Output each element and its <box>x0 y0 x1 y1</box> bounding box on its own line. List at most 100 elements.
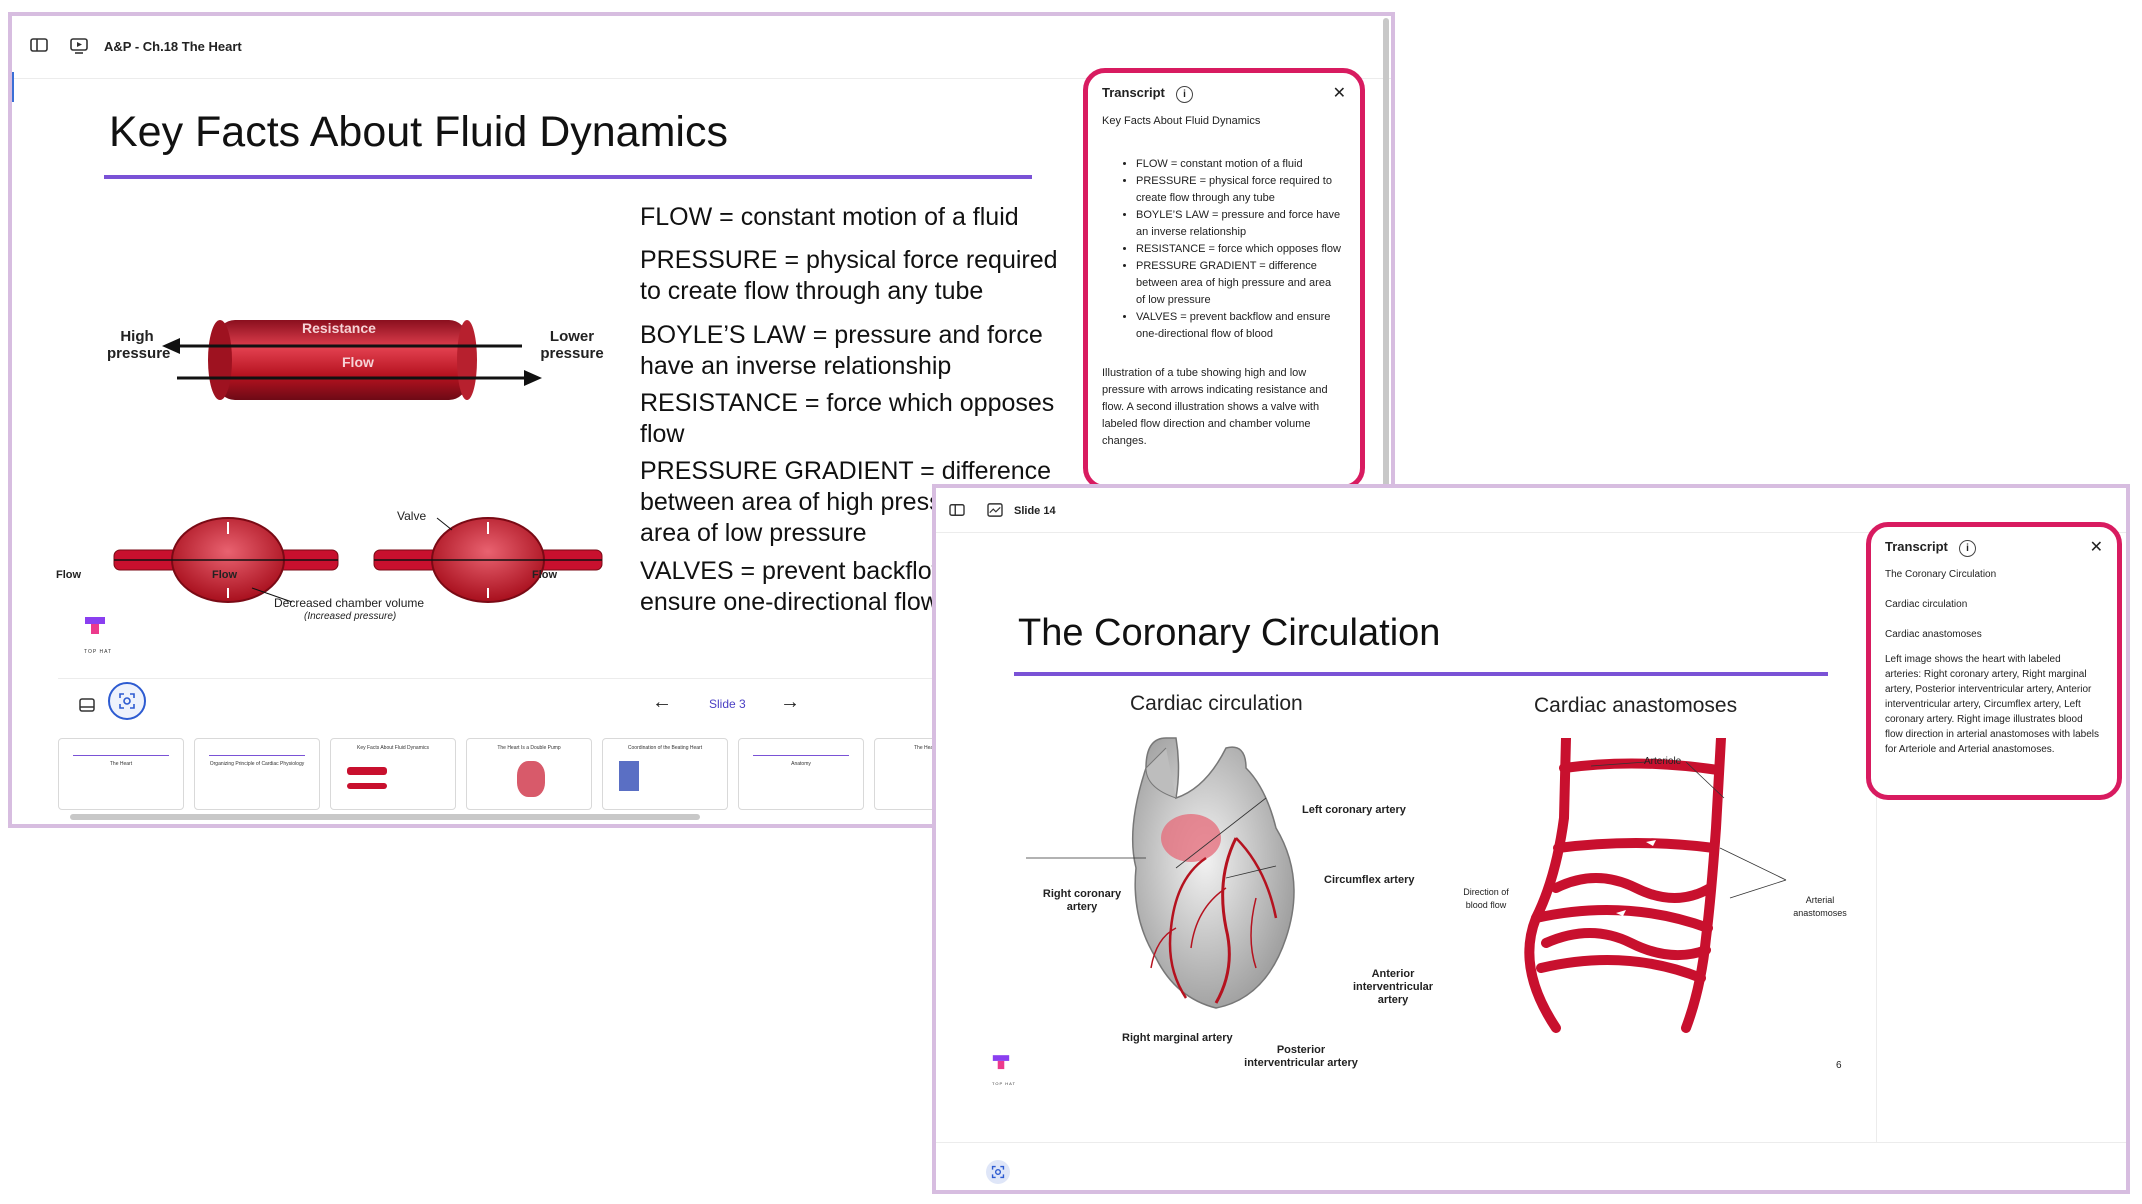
toolbar-divider <box>58 678 1391 679</box>
right-heading: Cardiac anastomoses <box>1534 694 1738 717</box>
transcript-line: Cardiac circulation <box>1885 599 1968 610</box>
transcript-item: PRESSURE GRADIENT = difference between a… <box>1136 258 1342 309</box>
thumbnail-slide-2[interactable]: Organizing Principle of Cardiac Physiolo… <box>194 738 320 810</box>
heart-leader-lines <box>1026 797 1277 879</box>
thumbnail-title: Coordination of the Beating Heart <box>627 745 703 751</box>
presentation-icon <box>68 36 90 58</box>
valve-flow-label-3: Flow <box>532 569 558 581</box>
transcript-label: Transcript <box>1102 85 1165 100</box>
heart-illustration <box>1131 737 1295 1009</box>
thumbnail-title: The Heart <box>109 761 133 767</box>
next-slide-button[interactable]: → <box>780 691 800 713</box>
transcript-list: FLOW = constant motion of a fluid PRESSU… <box>1102 156 1342 343</box>
slide-window-1: A&P - Ch.18 The Heart Key Facts About Fl… <box>12 16 1391 824</box>
transcript-body[interactable]: Key Facts About Fluid Dynamics FLOW = co… <box>1102 113 1342 450</box>
label-arteriole: Arteriole <box>1644 756 1682 767</box>
bullet-boyles-law: BOYLE’S LAW = pressure and force have an… <box>640 321 1043 380</box>
tophat-logo: TOP HAT <box>992 1054 1016 1086</box>
transcript-header: Transcript i ✕ <box>1102 85 1346 107</box>
info-icon[interactable]: i <box>1959 540 1976 557</box>
thumbnail-title: Key Facts About Fluid Dynamics <box>357 745 429 751</box>
thumbnail-title: Anatomy <box>791 761 811 767</box>
info-icon[interactable]: i <box>1176 86 1193 103</box>
tophat-logo-text: TOP HAT <box>84 649 113 655</box>
flow-label: Flow <box>342 354 374 370</box>
bullet-flow: FLOW = constant motion of a fluid <box>640 203 1019 231</box>
transcript-item: BOYLE’S LAW = pressure and force have an… <box>1136 207 1342 241</box>
thumbnail-slide-4[interactable]: The Heart Is a Double Pump <box>466 738 592 810</box>
transcript-label: Transcript <box>1885 539 1948 554</box>
filmstrip-toggle-icon[interactable] <box>78 696 98 716</box>
transcript-panel: Transcript i ✕ The Coronary Circulation … <box>1866 522 2122 800</box>
label-arterial-anastomoses: Arterial anastomoses <box>1793 895 1847 918</box>
slide-window-2: Slide 14 The Coronary Circulation Cardia… <box>936 488 2126 1190</box>
transcript-line: The Coronary Circulation <box>1885 569 1997 580</box>
transcript-body[interactable]: The Coronary Circulation Cardiac circula… <box>1885 567 2099 757</box>
chamber-volume-caption: Decreased chamber volume <box>274 596 425 610</box>
close-icon[interactable]: ✕ <box>1332 85 1346 102</box>
thumbnail-title: The Heart Is a Double Pump <box>497 745 561 751</box>
slide-indicator: Slide 3 <box>709 697 746 711</box>
transcript-panel: Transcript i ✕ Key Facts About Fluid Dyn… <box>1083 68 1365 490</box>
label-right-coronary-artery: Right coronary artery <box>1042 888 1122 913</box>
thumbnail-slide-6[interactable]: Anatomy <box>738 738 864 810</box>
slide-label: Slide 14 <box>1014 505 1056 517</box>
transcript-description: Illustration of a tube showing high and … <box>1102 367 1328 447</box>
page-number: 6 <box>1836 1060 1842 1071</box>
transcript-item: PRESSURE = physical force required to cr… <box>1136 173 1342 207</box>
slide-filmstrip: The Heart Organizing Principle of Cardia… <box>58 738 1391 810</box>
high-pressure-label: High pressure <box>107 328 171 362</box>
screenshot-capture-button[interactable] <box>986 1160 1010 1184</box>
label-right-marginal-artery: Right marginal artery <box>1122 1032 1233 1044</box>
thumbnail-slide-1[interactable]: The Heart <box>58 738 184 810</box>
thumbnail-slide-5[interactable]: Coordination of the Beating Heart <box>602 738 728 810</box>
left-heading: Cardiac circulation <box>1130 692 1303 715</box>
tophat-logo-text: TOP HAT <box>992 1081 1016 1086</box>
slide-title: The Coronary Circulation <box>1018 612 1441 654</box>
resistance-label: Resistance <box>302 320 376 336</box>
bullet-resistance: RESISTANCE = force which opposes flow <box>640 389 1055 448</box>
tube-diagram <box>162 320 542 400</box>
valve-flow-label-1: Flow <box>56 569 82 581</box>
thumbnail-slide-3[interactable]: Key Facts About Fluid Dynamics <box>330 738 456 810</box>
focus-caret <box>12 72 14 102</box>
title-rule <box>104 175 1032 179</box>
anastomoses-leader-lines <box>1590 761 1787 899</box>
transcript-item: FLOW = constant motion of a fluid <box>1136 156 1342 173</box>
deck-title: A&P - Ch.18 The Heart <box>104 39 242 54</box>
valve-label: Valve <box>397 509 427 523</box>
transcript-line: Cardiac anastomoses <box>1885 629 1982 640</box>
slide-image-icon <box>984 500 1006 522</box>
bullet-pressure: PRESSURE = physical force required to cr… <box>640 246 1058 305</box>
tophat-logo: TOP HAT <box>84 616 112 655</box>
valve-diagram <box>113 517 603 603</box>
transcript-item: RESISTANCE = force which opposes flow <box>1136 241 1342 258</box>
label-direction-of-blood-flow: Direction of blood flow <box>1463 887 1509 910</box>
transcript-header: Transcript i ✕ <box>1885 539 2103 561</box>
window2-topbar: Slide 14 <box>936 488 2126 533</box>
chamber-pressure-caption: (Increased pressure) <box>304 611 397 622</box>
sidebar-toggle-icon[interactable] <box>946 500 968 522</box>
sidebar-toggle-icon[interactable] <box>28 36 50 58</box>
anastomoses-illustration <box>1524 738 1726 1033</box>
window1-topbar: A&P - Ch.18 The Heart <box>12 16 1391 79</box>
label-posterior-interventricular-artery: Posterior interventricular artery <box>1244 1044 1358 1069</box>
slide-title: Key Facts About Fluid Dynamics <box>109 108 728 156</box>
label-left-coronary-artery: Left coronary artery <box>1302 804 1406 816</box>
lower-pressure-label: Lower pressure <box>540 328 604 362</box>
window1-scrollbar[interactable] <box>1383 18 1389 488</box>
transcript-description: Left image shows the heart with labeled … <box>1885 654 2099 755</box>
title-rule <box>1014 672 1828 676</box>
panel-divider <box>1876 532 1877 1142</box>
label-circumflex-artery: Circumflex artery <box>1324 874 1415 886</box>
prev-slide-button[interactable]: ← <box>652 691 672 713</box>
label-anterior-interventricular-artery: Anterior interventricular artery <box>1352 968 1434 1006</box>
valve-flow-label-2: Flow <box>212 569 238 581</box>
bottom-divider <box>936 1142 2126 1143</box>
transcript-heading: Key Facts About Fluid Dynamics <box>1102 115 1261 127</box>
close-icon[interactable]: ✕ <box>2089 539 2103 556</box>
screenshot-capture-button[interactable] <box>108 682 146 720</box>
filmstrip-scrollbar[interactable] <box>70 814 700 820</box>
transcript-item: VALVES = prevent backflow and ensure one… <box>1136 309 1342 343</box>
thumbnail-title: Organizing Principle of Cardiac Physiolo… <box>209 761 305 767</box>
